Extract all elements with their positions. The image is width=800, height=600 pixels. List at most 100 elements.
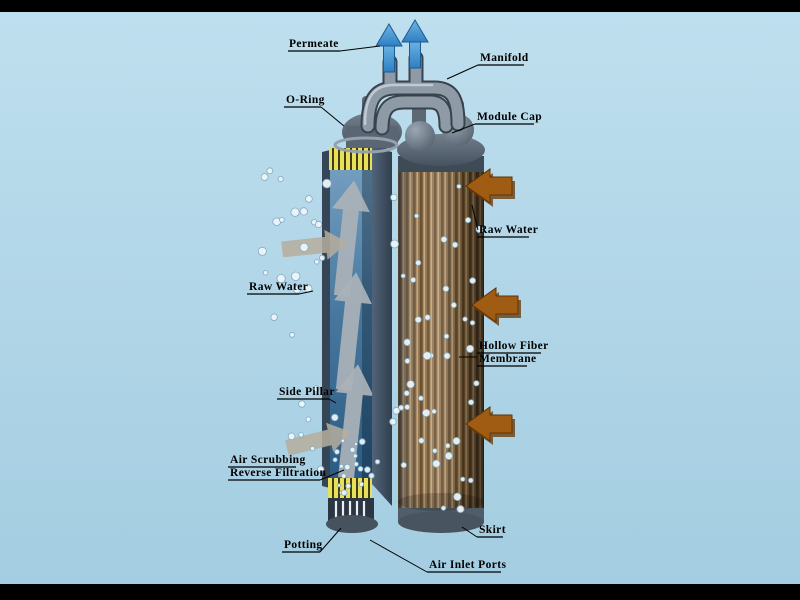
bubble <box>290 207 300 217</box>
bubble <box>444 451 453 460</box>
leader-lines <box>228 45 541 573</box>
bubble <box>403 338 412 347</box>
bubble <box>353 461 359 467</box>
bubble <box>345 483 352 489</box>
bubble <box>465 344 475 353</box>
bubble <box>344 463 351 471</box>
bubble <box>464 217 472 224</box>
bubble <box>456 505 465 514</box>
label-raw-water-left: Raw Water <box>249 281 308 293</box>
inflow-arrows <box>281 229 352 456</box>
manifold-pipe-rear-fill <box>376 96 452 134</box>
bubble <box>422 351 432 361</box>
bubble <box>322 178 332 189</box>
labels: Permeate Manifold O-Ring Module Cap Raw … <box>230 38 549 571</box>
bubble <box>469 277 477 285</box>
bubble <box>289 331 296 338</box>
bubble <box>442 285 450 293</box>
bubble <box>330 413 339 422</box>
bubble <box>390 193 398 202</box>
bubble <box>473 380 480 387</box>
permeate-arrow-2-head <box>401 19 429 43</box>
bubble <box>293 285 302 294</box>
bubble <box>314 259 320 265</box>
interior-flow-arrow-2 <box>334 272 372 391</box>
bubble <box>389 418 397 426</box>
bubble <box>279 217 285 223</box>
bubble <box>432 448 438 454</box>
bottom-frame-bar <box>0 584 800 600</box>
permeate-arrow-2-shaft <box>409 39 421 69</box>
bubble <box>414 316 422 324</box>
bubble <box>309 445 316 452</box>
bubble <box>257 246 267 256</box>
bubble <box>467 477 474 484</box>
bubbles-air-scrubbing <box>332 438 381 497</box>
bubble <box>404 357 411 364</box>
label-hollow-fiber-line1: Hollow Fiber <box>479 340 549 352</box>
bubble <box>317 465 325 473</box>
bubble <box>440 235 448 243</box>
manifold-highlight <box>363 83 434 126</box>
bubble <box>400 273 406 279</box>
interior-shade <box>362 147 372 484</box>
fiber-bundle-shading <box>398 168 484 508</box>
bubble <box>460 476 466 482</box>
label-hollow-fiber-line2: Membrane <box>479 353 537 365</box>
bubble <box>318 254 326 261</box>
label-skirt: Skirt <box>479 524 506 536</box>
raw-arrow-2 <box>471 287 519 323</box>
bubble <box>299 242 309 252</box>
bubble <box>340 489 348 497</box>
bubble <box>431 408 437 415</box>
interior-flow-arrow-3 <box>335 364 374 479</box>
bubble <box>368 472 375 479</box>
bubble <box>353 442 358 447</box>
bubble <box>334 448 340 455</box>
label-module-cap: Module Cap <box>477 111 542 123</box>
label-permeate: Permeate <box>289 38 339 50</box>
bubble <box>390 239 400 249</box>
bubble <box>314 220 323 229</box>
bubble <box>440 505 447 511</box>
bubble <box>392 406 401 415</box>
label-raw-water-right: Raw Water <box>479 224 538 236</box>
bubble <box>404 404 411 411</box>
bubble <box>299 207 308 216</box>
bubble <box>415 259 422 266</box>
bubble <box>287 432 296 441</box>
bubble <box>312 385 320 393</box>
bubble <box>277 175 284 182</box>
bubble <box>403 390 410 397</box>
label-potting: Potting <box>284 539 323 551</box>
skirt-bottom <box>398 511 484 533</box>
bubble <box>358 438 366 446</box>
bubble <box>298 400 306 408</box>
right-module <box>397 100 485 533</box>
bubble <box>340 438 345 443</box>
bubble <box>260 173 269 182</box>
permeate-arrow-1-shaft <box>383 43 395 73</box>
bubble <box>349 446 356 453</box>
bubble <box>467 399 475 406</box>
bubble <box>338 463 344 469</box>
raw-water-arrows <box>465 168 521 445</box>
o-ring-seal <box>333 136 399 154</box>
bubble <box>418 395 424 402</box>
inflow-arrow-upper <box>281 229 348 260</box>
left-module-base <box>326 515 378 533</box>
bubble <box>456 183 462 189</box>
left-module <box>322 136 399 533</box>
bubbles-right <box>389 183 484 514</box>
bubble <box>414 213 420 219</box>
label-side-pillar: Side Pillar <box>279 386 335 398</box>
bubble <box>450 301 457 309</box>
bubble <box>418 437 425 444</box>
shell-right-band <box>372 147 392 506</box>
bubble <box>266 167 274 175</box>
bubble <box>469 320 476 326</box>
bubble <box>453 492 462 501</box>
bubble <box>462 316 468 322</box>
